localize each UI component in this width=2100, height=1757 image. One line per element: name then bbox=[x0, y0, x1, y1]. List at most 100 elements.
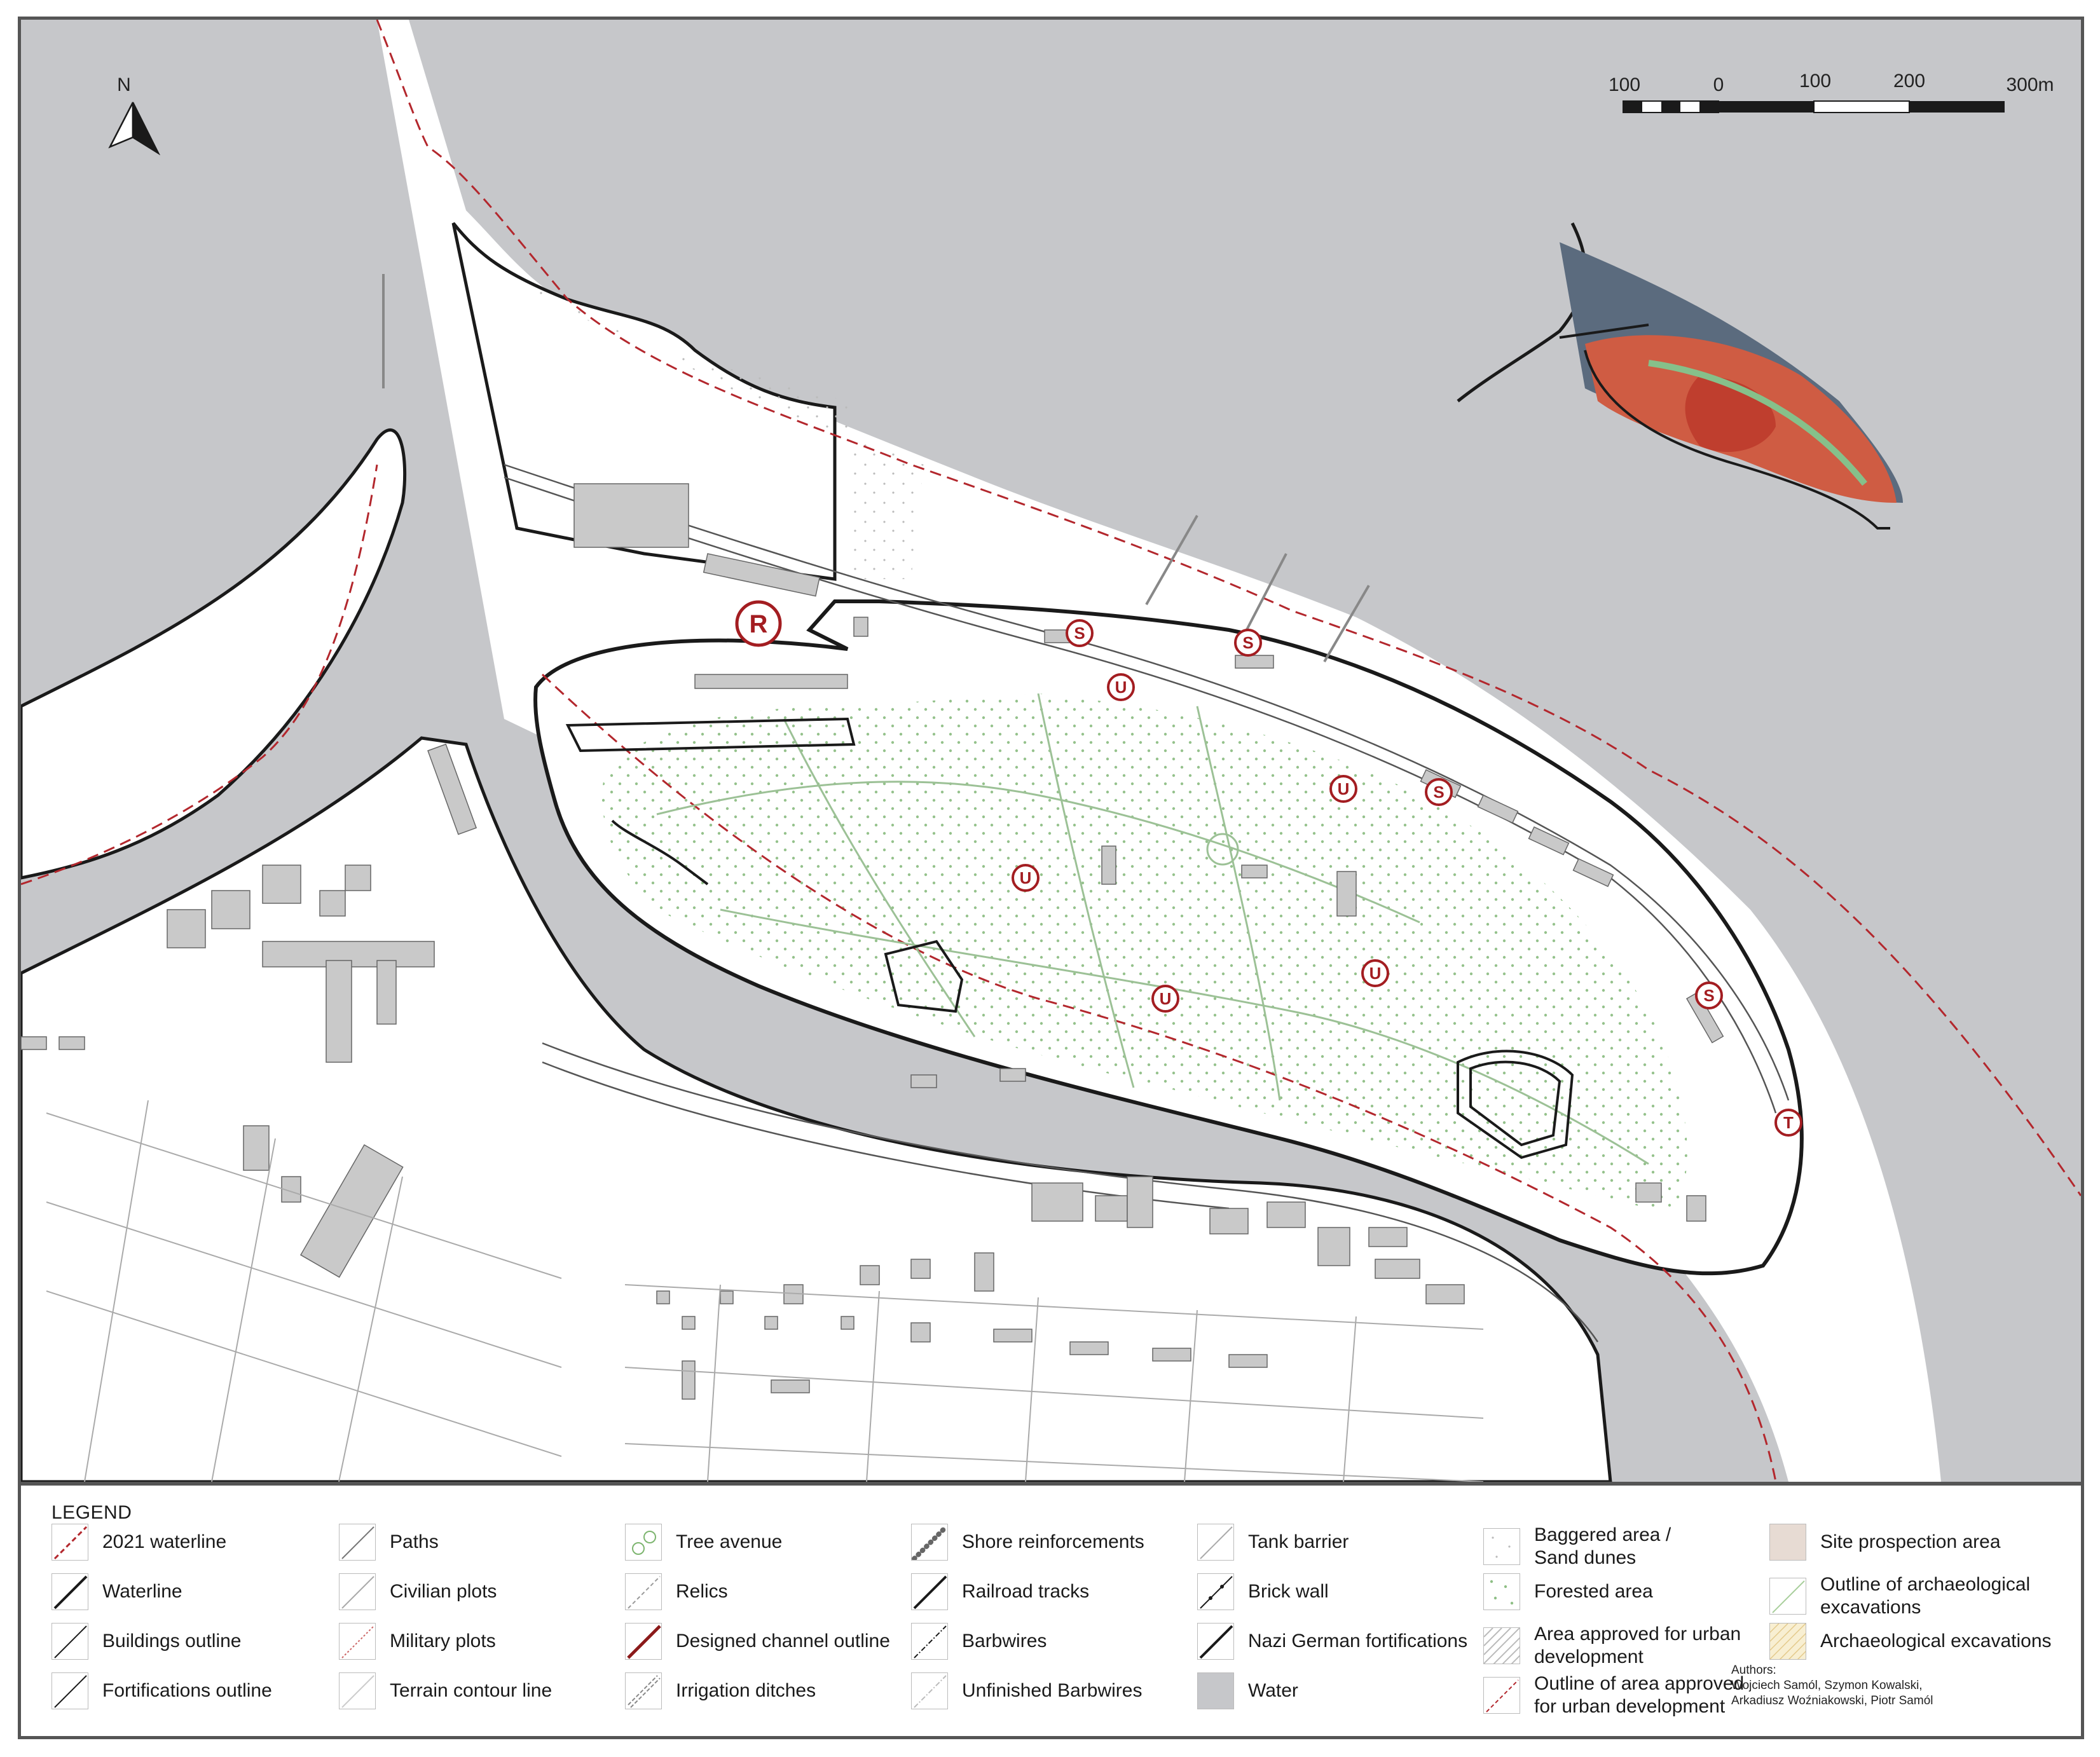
legend-item: Fortifications outline bbox=[51, 1672, 272, 1709]
legend-item-label: Water bbox=[1248, 1680, 1298, 1701]
legend-item-label: Waterline bbox=[102, 1581, 182, 1602]
legend-item-label: Site prospection area bbox=[1820, 1531, 2001, 1552]
legend-item-label: Railroad tracks bbox=[962, 1581, 1090, 1602]
site-marker-u: U bbox=[1115, 678, 1127, 697]
legend-item: Barbwires bbox=[911, 1623, 1047, 1660]
site-marker-circle bbox=[1425, 778, 1453, 806]
legend-title: LEGEND bbox=[51, 1502, 132, 1523]
site-marker-circle bbox=[1151, 985, 1179, 1013]
legend-item: Outline of archaeological excavations bbox=[1769, 1573, 2030, 1619]
beige-fill-icon bbox=[1769, 1524, 1806, 1561]
red-dashed-line-icon bbox=[1483, 1677, 1520, 1714]
legend-item-label: Civilian plots bbox=[390, 1581, 497, 1602]
site-marker-circle bbox=[1695, 981, 1723, 1009]
black-line-icon bbox=[51, 1573, 88, 1610]
scale-label-4: 300m bbox=[2006, 74, 2054, 95]
legend-item-label: Tank barrier bbox=[1248, 1531, 1349, 1552]
legend-item-label: Outline of archaeological excavations bbox=[1820, 1574, 2031, 1618]
legend-item: Water bbox=[1197, 1672, 1298, 1709]
site-marker-s: S bbox=[1703, 986, 1714, 1005]
double-dashed-line-icon bbox=[625, 1672, 662, 1709]
dotted-chain-icon bbox=[911, 1524, 948, 1561]
civilian-plots bbox=[46, 1100, 1484, 1482]
site-marker-circle bbox=[1361, 959, 1389, 987]
legend-item: Forested area bbox=[1483, 1573, 1653, 1610]
legend-item: Tree avenue bbox=[625, 1524, 782, 1561]
legend-item-label: 2021 waterline bbox=[102, 1531, 227, 1552]
site-marker-u: U bbox=[1160, 989, 1172, 1008]
black-line-icon bbox=[1197, 1623, 1234, 1660]
legend-item-label: Relics bbox=[676, 1581, 728, 1602]
grey-fill-icon bbox=[1197, 1672, 1234, 1709]
legend-item: Archaeological excavations bbox=[1769, 1623, 2052, 1660]
legend-item-label: Buildings outline bbox=[102, 1631, 242, 1651]
legend-item-label: Outline of area approved for urban devel… bbox=[1534, 1673, 1745, 1717]
legend-item: Military plots bbox=[339, 1623, 496, 1660]
west-peninsula bbox=[21, 428, 407, 880]
legend-item-label: Tree avenue bbox=[676, 1531, 783, 1552]
legend-item-label: Terrain contour line bbox=[390, 1680, 552, 1701]
legend-item: Brick wall bbox=[1197, 1573, 1329, 1610]
green-line-icon bbox=[1769, 1578, 1806, 1615]
legend-item: Buildings outline bbox=[51, 1623, 241, 1660]
legend-item-label: Archaeological excavations bbox=[1820, 1631, 2052, 1651]
fortifications bbox=[565, 717, 1574, 1159]
legend-item: Outline of area approved for urban devel… bbox=[1483, 1672, 1744, 1718]
grey-dashed-line-icon bbox=[625, 1573, 662, 1610]
site-marker-u: U bbox=[1020, 868, 1032, 887]
legend-item: Irrigation ditches bbox=[625, 1672, 816, 1709]
legend-item-label: Irrigation ditches bbox=[676, 1680, 816, 1701]
legend-item: Area approved for urban development bbox=[1483, 1623, 1741, 1669]
forest-paths bbox=[656, 693, 1649, 1165]
legend-item-label: Military plots bbox=[390, 1631, 496, 1651]
tree-circles-icon bbox=[625, 1524, 662, 1561]
sand-dunes bbox=[491, 261, 924, 579]
site-marker-circle bbox=[1066, 619, 1094, 647]
urban-area-outline bbox=[541, 673, 1777, 1482]
legend-item-label: Brick wall bbox=[1248, 1581, 1329, 1602]
site-marker-circle bbox=[1774, 1109, 1802, 1137]
green-dots-icon bbox=[1483, 1573, 1520, 1610]
site-marker-t: T bbox=[1783, 1113, 1794, 1132]
legend-item: Paths bbox=[339, 1524, 439, 1561]
grey-line-icon bbox=[339, 1524, 376, 1561]
north-label: N bbox=[117, 74, 131, 95]
legend-item: Baggered area / Sand dunes bbox=[1483, 1524, 1671, 1569]
legend-item: 2021 waterline bbox=[51, 1524, 226, 1561]
north-arrow-icon bbox=[108, 102, 161, 156]
inset-locator-map bbox=[1457, 222, 1903, 530]
scale-bar: 100 0 100 200 300m bbox=[1609, 71, 2054, 113]
legend-item-label: Unfinished Barbwires bbox=[962, 1680, 1143, 1701]
legend-item: Nazi German fortifications bbox=[1197, 1623, 1467, 1660]
site-marker-u: U bbox=[1369, 964, 1382, 983]
buildings bbox=[21, 483, 1724, 1400]
railroad-tracks bbox=[504, 463, 1790, 1343]
legend-item-label: Baggered area / Sand dunes bbox=[1534, 1524, 1671, 1568]
red-dotted-line-icon bbox=[339, 1623, 376, 1660]
thin-black-line-icon bbox=[51, 1623, 88, 1660]
legend-item: Tank barrier bbox=[1197, 1524, 1349, 1561]
scale-label-2: 100 bbox=[1799, 71, 1831, 92]
legend-item-label: Fortifications outline bbox=[102, 1680, 272, 1701]
light-dash-line-icon bbox=[911, 1672, 948, 1709]
legend-item-label: Barbwires bbox=[962, 1631, 1047, 1651]
dash-dot-line-icon bbox=[911, 1623, 948, 1660]
legend-item: Site prospection area bbox=[1769, 1524, 2001, 1561]
legend-item: Waterline bbox=[51, 1573, 182, 1610]
site-marker-s: S bbox=[1242, 633, 1253, 652]
site-marker-circle bbox=[1012, 864, 1040, 892]
site-marker-circle bbox=[1107, 673, 1135, 701]
legend-item: Terrain contour line bbox=[339, 1672, 552, 1709]
south-mainland bbox=[21, 736, 1612, 1482]
scale-label-1: 0 bbox=[1713, 74, 1724, 95]
light-grey-line-icon bbox=[1197, 1524, 1234, 1561]
legend-item-label: Designed channel outline bbox=[676, 1631, 890, 1651]
legend-item: Relics bbox=[625, 1573, 728, 1610]
site-marker-s: S bbox=[1074, 624, 1085, 643]
site-marker-circle bbox=[1234, 629, 1262, 657]
jetties bbox=[382, 274, 1370, 663]
thin-black-line-icon bbox=[51, 1672, 88, 1709]
